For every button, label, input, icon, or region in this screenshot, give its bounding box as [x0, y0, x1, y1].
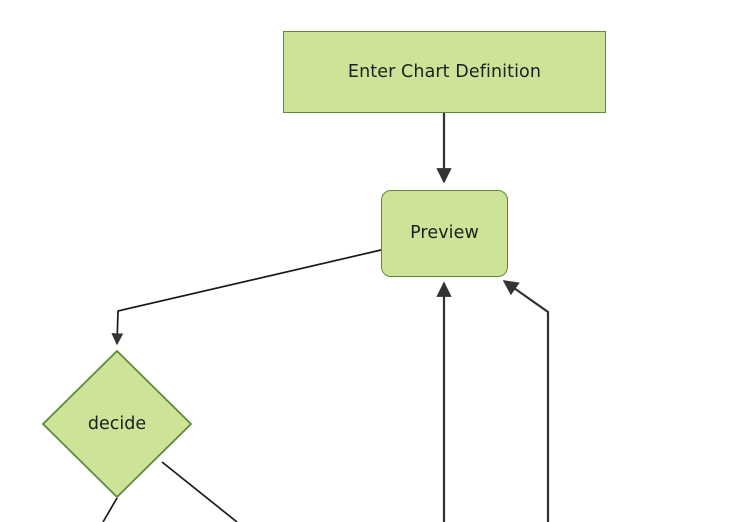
edge-bottom-right-to-preview — [502, 280, 550, 522]
node-decide[interactable]: decide — [41, 349, 193, 499]
edge-decide-branch-left — [102, 497, 118, 522]
node-preview[interactable]: Preview — [381, 190, 508, 277]
node-enter-chart-definition[interactable]: Enter Chart Definition — [283, 31, 606, 113]
decide-diamond-shape — [41, 349, 193, 499]
node-label-enter-chart-definition: Enter Chart Definition — [347, 61, 542, 82]
node-label-preview: Preview — [410, 223, 479, 243]
edge-decide-branch-right — [161, 461, 238, 522]
node-label-decide: decide — [87, 414, 147, 434]
edge-preview-to-decide — [111, 249, 382, 346]
